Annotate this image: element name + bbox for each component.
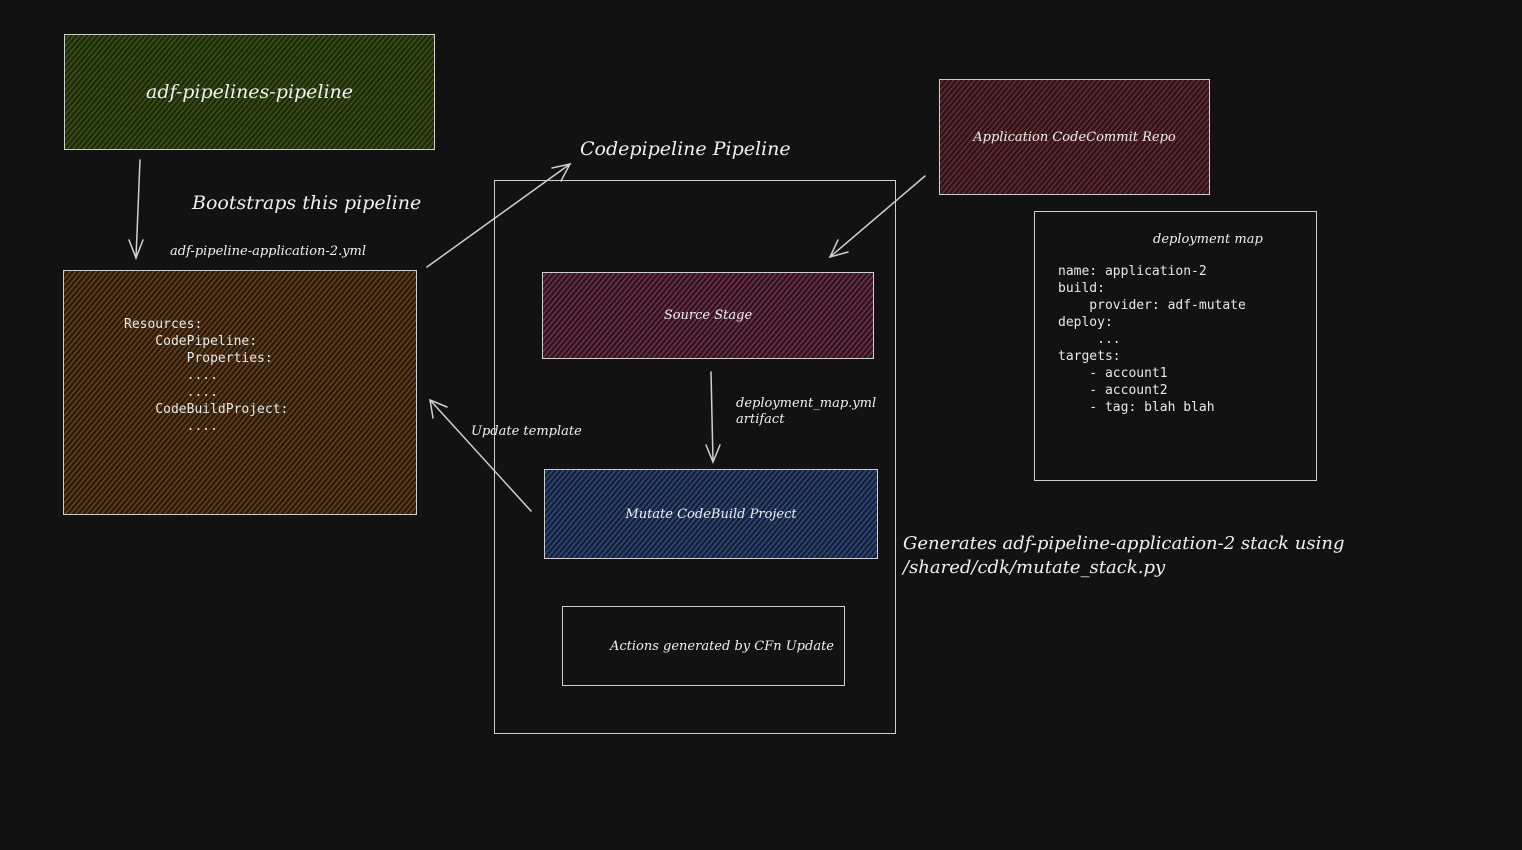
- code-line: ....: [124, 385, 218, 400]
- bootstrap-pipeline-node[interactable]: adf-pipelines-pipeline: [64, 34, 435, 150]
- code-line: provider: adf-mutate: [1058, 298, 1246, 313]
- code-line: ...: [1058, 332, 1121, 347]
- generates-label: Generates adf-pipeline-application-2 sta…: [903, 532, 1345, 580]
- arrow-to-codepipeline: [426, 162, 572, 268]
- cfn-template-node[interactable]: Resources: CodePipeline: Properties: ...…: [63, 270, 417, 515]
- bootstrap-pipeline-label: adf-pipelines-pipeline: [146, 81, 353, 103]
- code-line: - account1: [1058, 366, 1168, 381]
- source-stage-label: Source Stage: [663, 308, 753, 323]
- arrow-bootstrap: [128, 159, 144, 261]
- code-line: CodeBuildProject:: [124, 402, 289, 417]
- cfn-actions-node[interactable]: Actions generated by CFn Update: [562, 606, 845, 686]
- code-line: deploy:: [1058, 315, 1113, 330]
- template-file-label: adf-pipeline-application-2.yml: [170, 244, 367, 259]
- code-line: - tag: blah blah: [1058, 400, 1215, 415]
- code-line: build:: [1058, 281, 1105, 296]
- codepipeline-container: [494, 180, 896, 734]
- artifact-line: deployment_map.yml: [736, 396, 877, 411]
- arrow-source-to-mutate: [705, 371, 721, 464]
- app-repo-node[interactable]: Application CodeCommit Repo: [939, 79, 1210, 195]
- template-code: Resources: CodePipeline: Properties: ...…: [124, 316, 288, 435]
- code-line: CodePipeline:: [124, 334, 258, 349]
- update-template-label: Update template: [471, 424, 582, 439]
- deployment-map-title: deployment map: [1153, 232, 1263, 247]
- generates-line: /shared/cdk/mutate_stack.py: [903, 557, 1166, 578]
- code-line: - account2: [1058, 383, 1168, 398]
- code-line: ....: [124, 419, 218, 434]
- codepipeline-title: Codepipeline Pipeline: [580, 138, 791, 160]
- generates-line: Generates adf-pipeline-application-2 sta…: [903, 533, 1345, 554]
- arrow-repo-to-source: [828, 175, 926, 259]
- code-line: Properties:: [124, 351, 273, 366]
- code-line: name: application-2: [1058, 264, 1207, 279]
- artifact-line: artifact: [736, 412, 785, 427]
- mutate-codebuild-label: Mutate CodeBuild Project: [625, 506, 797, 522]
- code-line: Resources:: [124, 317, 203, 332]
- mutate-codebuild-node[interactable]: Mutate CodeBuild Project: [544, 469, 878, 559]
- deployment-map-node[interactable]: deployment map name: application-2 build:…: [1034, 211, 1317, 481]
- arrow-update-template: [429, 398, 532, 512]
- source-stage-node[interactable]: Source Stage: [542, 272, 874, 359]
- cfn-actions-label: Actions generated by CFn Update: [609, 638, 834, 654]
- deployment-map-code: name: application-2 build: provider: adf-…: [1058, 263, 1246, 416]
- code-line: targets:: [1058, 349, 1121, 364]
- code-line: ....: [124, 368, 218, 383]
- bootstraps-label: Bootstraps this pipeline: [192, 192, 422, 214]
- app-repo-label: Application CodeCommit Repo: [973, 129, 1176, 145]
